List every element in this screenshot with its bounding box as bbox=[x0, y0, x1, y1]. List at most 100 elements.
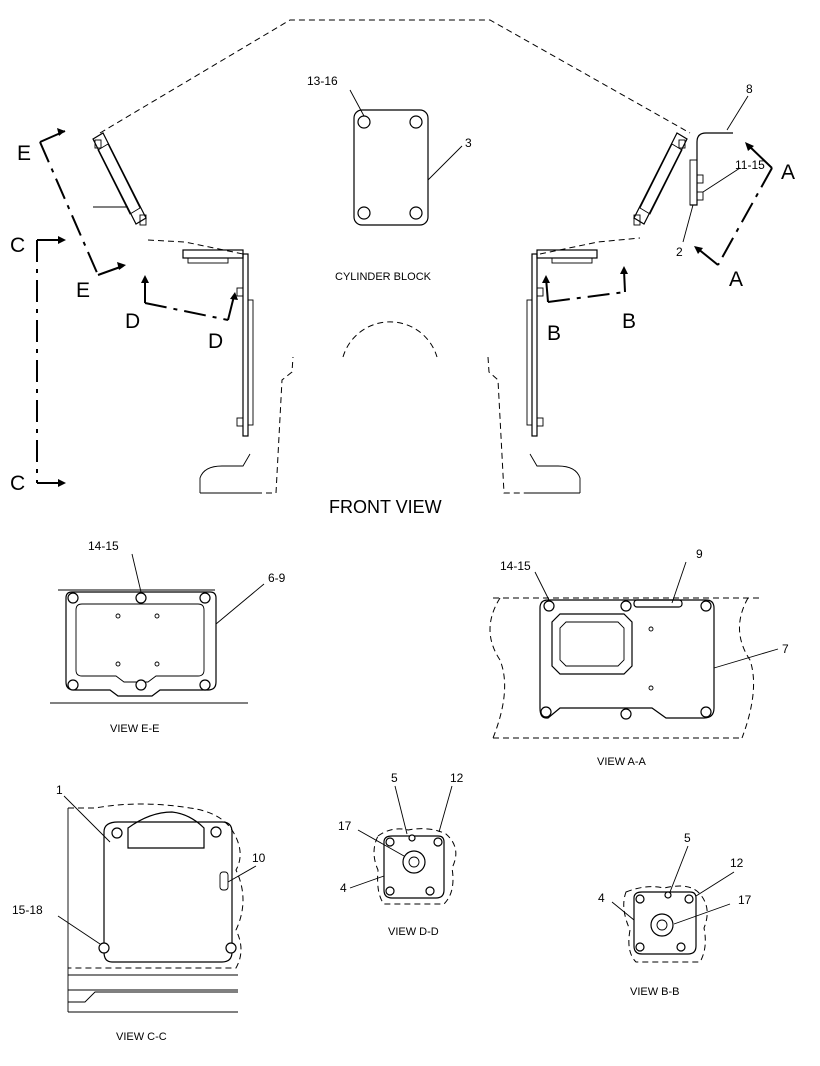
leader-2 bbox=[682, 204, 694, 243]
bolt-hole bbox=[385, 837, 395, 847]
item-9-strip bbox=[633, 599, 683, 608]
left-top-cover bbox=[182, 249, 244, 259]
bolt-hole bbox=[543, 600, 555, 612]
bolt-hole bbox=[620, 600, 632, 612]
cover-outer bbox=[65, 591, 217, 697]
upper-left-cover-inner bbox=[97, 143, 141, 215]
arrowhead bbox=[745, 142, 754, 151]
arrowhead bbox=[230, 292, 238, 300]
leader-5-d bbox=[394, 785, 408, 835]
bolt-hole bbox=[357, 206, 371, 220]
leader-17-b bbox=[673, 903, 731, 925]
cover-1 bbox=[103, 821, 233, 963]
leader-14-15 bbox=[131, 553, 142, 593]
bolt-hole bbox=[357, 115, 371, 129]
fitting-17 bbox=[650, 913, 674, 937]
block-outline-top bbox=[99, 19, 691, 134]
section-arrow-d-right bbox=[227, 295, 235, 321]
crank-bore bbox=[342, 321, 438, 358]
section-line-b bbox=[547, 291, 626, 303]
arrowhead bbox=[117, 262, 126, 270]
bolt-hole bbox=[199, 679, 211, 691]
cover-7-outer bbox=[539, 599, 715, 719]
hole-5 bbox=[664, 891, 672, 899]
view-d-d: 5 12 17 4 VIEW D-D bbox=[338, 771, 464, 938]
callout-17-d: 17 bbox=[338, 819, 352, 833]
fitting-17-inner bbox=[408, 856, 420, 868]
bolt-hole bbox=[540, 706, 552, 718]
callout-5-b: 5 bbox=[684, 831, 691, 845]
section-label-a-bottom: A bbox=[729, 268, 743, 291]
bolt-11-15 bbox=[696, 191, 704, 201]
right-top-cover bbox=[536, 249, 598, 259]
bolt-hole bbox=[385, 886, 395, 896]
view-d-d-label: VIEW D-D bbox=[388, 926, 439, 938]
left-side-cover bbox=[247, 299, 254, 426]
view-c-c-label: VIEW C-C bbox=[116, 1031, 167, 1043]
bolt-hole bbox=[135, 592, 147, 604]
block-lower-right bbox=[487, 356, 524, 494]
leader-6-9 bbox=[215, 583, 265, 625]
front-view-title: FRONT VIEW bbox=[329, 497, 442, 517]
plate-2 bbox=[689, 159, 698, 206]
arrowhead bbox=[694, 246, 703, 254]
leader-10 bbox=[227, 865, 257, 883]
stud bbox=[115, 613, 121, 619]
callout-5-d: 5 bbox=[391, 771, 398, 785]
callout-14-15-a: 14-15 bbox=[500, 559, 531, 573]
view-b-b-label: VIEW B-B bbox=[630, 986, 680, 998]
view-b-b: 5 12 4 17 VIEW B-B bbox=[598, 831, 752, 998]
upper-right-cover-inner bbox=[639, 143, 683, 215]
block-outline bbox=[68, 803, 244, 969]
front-view: FRONT VIEW CYLINDER BLOCK 13-16 3 8 11-1… bbox=[10, 19, 795, 517]
bolt-hole bbox=[620, 708, 632, 720]
view-e-e: 14-15 6-9 VIEW E-E bbox=[50, 539, 286, 735]
callout-14-15-e: 14-15 bbox=[88, 539, 119, 553]
right-side-plate bbox=[531, 253, 538, 437]
right-side-cover bbox=[526, 299, 533, 426]
left-bolt bbox=[236, 287, 244, 297]
plate-4 bbox=[383, 835, 445, 899]
cylinder-block-label: CYLINDER BLOCK bbox=[335, 271, 432, 283]
bolt-hole bbox=[700, 706, 712, 718]
block-outline-left bbox=[147, 239, 244, 255]
callout-13-16: 13-16 bbox=[307, 74, 338, 88]
stud bbox=[648, 685, 654, 691]
callout-4-b: 4 bbox=[598, 891, 605, 905]
right-bolt bbox=[536, 417, 544, 427]
callout-15-18: 15-18 bbox=[12, 903, 43, 917]
leader-15-18 bbox=[57, 915, 101, 945]
section-label-d-left: D bbox=[125, 310, 140, 333]
break-right bbox=[739, 597, 755, 739]
callout-11-15: 11-15 bbox=[735, 158, 765, 172]
left-bolt bbox=[236, 417, 244, 427]
hole-5 bbox=[408, 834, 416, 842]
bolt-hole bbox=[700, 600, 712, 612]
callout-1: 1 bbox=[56, 783, 63, 797]
section-arrow-a-top bbox=[747, 144, 773, 169]
center-cover bbox=[353, 109, 429, 226]
plate-4 bbox=[633, 891, 697, 955]
leader-14-15-a bbox=[534, 571, 550, 601]
bolt-11-15 bbox=[696, 174, 704, 184]
left-top-cover-gasket bbox=[187, 257, 229, 264]
left-side-plate bbox=[242, 253, 249, 437]
arrowhead bbox=[57, 128, 65, 136]
arrowhead bbox=[620, 266, 628, 274]
bolt-hole bbox=[635, 942, 645, 952]
stud bbox=[115, 661, 121, 667]
section-label-b-right: B bbox=[622, 310, 636, 333]
bolt-hole bbox=[425, 886, 435, 896]
leader-13-16 bbox=[349, 89, 365, 117]
arrowhead bbox=[58, 236, 66, 244]
bolt-hole bbox=[210, 826, 222, 838]
callout-9: 9 bbox=[696, 547, 703, 561]
bolt-hole bbox=[433, 837, 443, 847]
leader-4-d bbox=[349, 875, 385, 889]
view-a-a-label: VIEW A-A bbox=[597, 756, 647, 768]
section-line-e bbox=[39, 141, 99, 276]
view-a-a: 14-15 9 7 VIEW A-A bbox=[489, 547, 789, 768]
callout-10: 10 bbox=[252, 851, 266, 865]
mount-outline bbox=[373, 828, 457, 905]
